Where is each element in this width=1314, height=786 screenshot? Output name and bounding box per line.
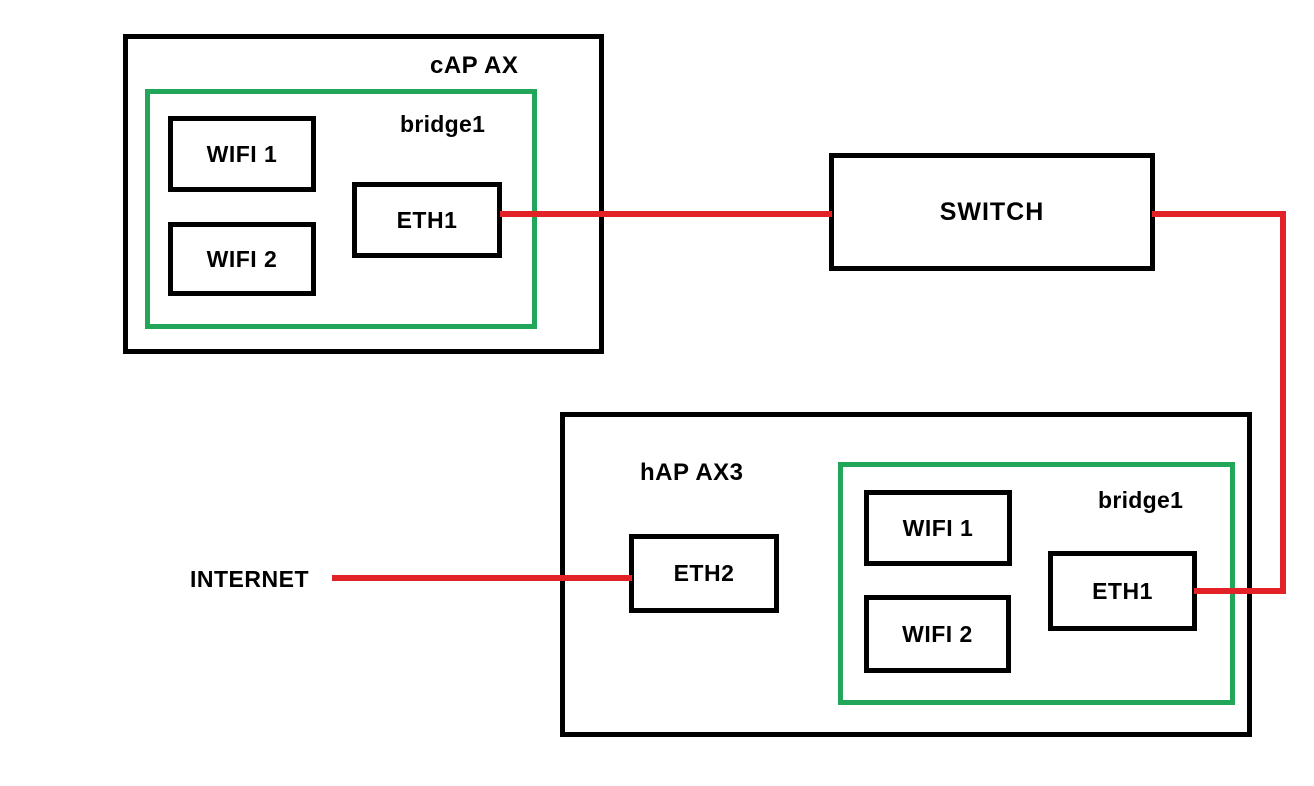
bridge-box-cap-ax: [145, 89, 537, 329]
cable-riser-to-hap-eth1: [1194, 588, 1286, 594]
bridge-title-hap-ax3: bridge1: [1098, 487, 1184, 513]
switch-box: SWITCH: [829, 153, 1155, 271]
device-box-hap-ax3: [560, 412, 1252, 737]
interface-box-cap-wifi1: WIFI 1: [168, 116, 316, 192]
interface-label-hap-eth2: ETH2: [673, 560, 735, 586]
interface-label-hap-wifi1: WIFI 1: [902, 514, 974, 541]
device-title-hap-ax3: hAP AX3: [640, 459, 744, 486]
interface-label-hap-eth1: ETH1: [1092, 577, 1153, 604]
bridge-title-cap-ax: bridge1: [400, 111, 486, 137]
cable-switch-to-riser: [1152, 211, 1286, 217]
interface-box-cap-wifi2: WIFI 2: [168, 222, 316, 296]
cable-cap-eth1-to-switch: [500, 211, 832, 217]
cable-riser-vertical: [1280, 211, 1286, 594]
interface-box-hap-wifi1: WIFI 1: [864, 490, 1012, 566]
interface-box-hap-wifi2: WIFI 2: [864, 595, 1011, 673]
switch-label: SWITCH: [939, 197, 1045, 226]
interface-label-cap-wifi2: WIFI 2: [206, 245, 278, 272]
interface-box-cap-eth1: ETH1: [352, 182, 502, 258]
interface-box-hap-eth2: ETH2: [629, 534, 779, 613]
device-title-cap-ax: cAP AX: [430, 52, 519, 79]
interface-label-hap-wifi2: WIFI 2: [902, 620, 973, 647]
interface-label-cap-wifi1: WIFI 1: [206, 140, 278, 167]
interface-label-cap-eth1: ETH1: [396, 206, 458, 233]
cable-internet-to-hap-eth2: [332, 575, 632, 581]
device-box-cap-ax: [123, 34, 604, 354]
endpoint-label-internet: INTERNET: [190, 566, 309, 592]
interface-box-hap-eth1: ETH1: [1048, 551, 1197, 631]
bridge-box-hap-ax3: [838, 462, 1235, 705]
